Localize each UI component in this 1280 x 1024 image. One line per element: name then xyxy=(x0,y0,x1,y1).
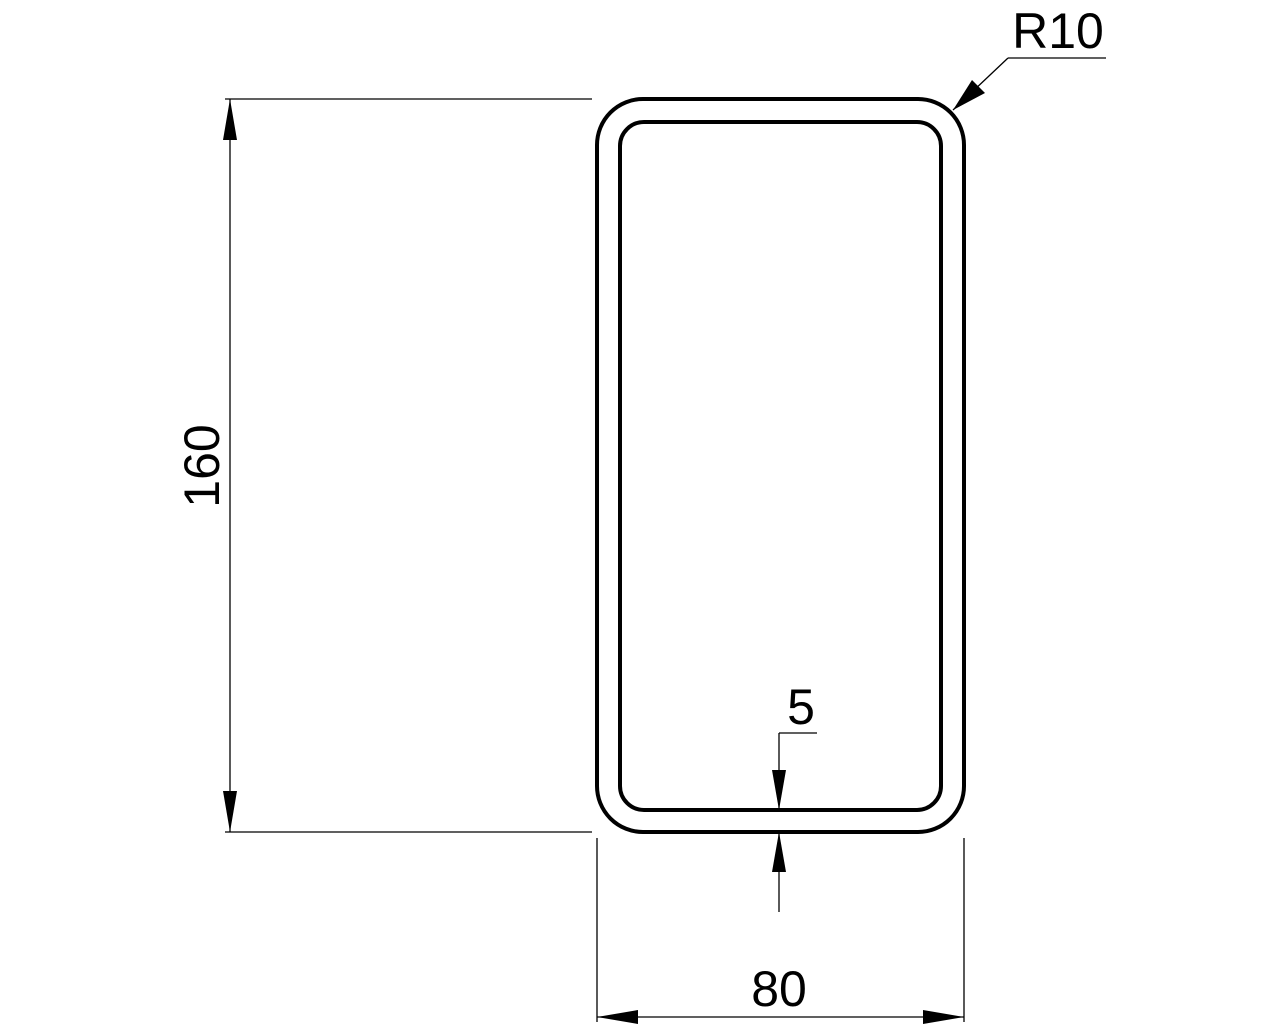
outer-profile xyxy=(595,97,966,834)
width-dimension: 80 xyxy=(596,838,965,1024)
inner-profile xyxy=(618,120,943,812)
width-arrow-right xyxy=(923,1010,964,1024)
thickness-arrow-upper xyxy=(772,770,786,810)
width-label: 80 xyxy=(751,961,807,1017)
radius-arrow-head xyxy=(953,80,985,110)
height-arrow-top xyxy=(223,99,237,140)
radius-label: R10 xyxy=(1012,3,1104,59)
height-dimension: 160 xyxy=(174,98,592,833)
width-arrow-left xyxy=(597,1010,638,1024)
thickness-dimension: 5 xyxy=(772,679,817,912)
height-label: 160 xyxy=(174,424,230,507)
thickness-arrow-lower xyxy=(772,832,786,872)
radius-callout: R10 xyxy=(952,3,1106,111)
height-arrow-bottom xyxy=(223,791,237,832)
thickness-label: 5 xyxy=(787,679,815,735)
